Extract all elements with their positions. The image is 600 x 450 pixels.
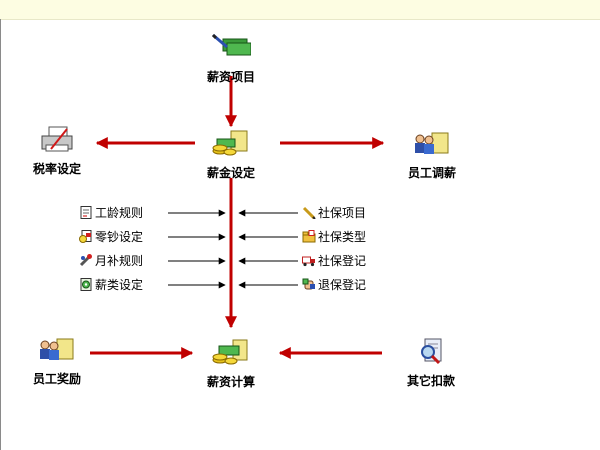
- printer-icon: [41, 126, 73, 152]
- document-icon: [80, 206, 92, 219]
- node-salary-settings-label: 薪金设定: [206, 166, 255, 180]
- sub-item-small-change[interactable]: 零钞设定: [79, 230, 143, 244]
- node-salary-calc[interactable]: 薪资计算: [196, 338, 266, 390]
- people-scroll-icon: [40, 338, 74, 360]
- pencil-icon: [302, 206, 316, 219]
- people-scroll-icon: [415, 132, 449, 154]
- gear-doc-icon: [80, 278, 92, 291]
- truck-icon: [302, 256, 315, 267]
- hand-icon: [302, 278, 315, 290]
- top-bar: [0, 0, 600, 20]
- wrench-icon: [79, 254, 92, 267]
- sub-item-label: 社保登记: [318, 254, 367, 268]
- sub-item-label: 薪类设定: [95, 278, 144, 292]
- node-other-deduction[interactable]: 其它扣款: [393, 337, 469, 389]
- sub-item-social-insurance-type[interactable]: 社保类型: [302, 230, 366, 244]
- sub-item-insurance-withdrawal[interactable]: 退保登记: [302, 278, 366, 292]
- magnifier-doc-icon: [421, 338, 442, 365]
- sub-item-monthly-allowance[interactable]: 月补规则: [79, 254, 143, 268]
- node-salary-items-label: 薪资项目: [206, 70, 255, 84]
- folder-icon: [302, 230, 316, 243]
- node-tax-rate-label: 税率设定: [32, 162, 81, 176]
- sub-item-label: 月补规则: [95, 254, 144, 268]
- node-employee-raise-label: 员工调薪: [407, 166, 456, 180]
- sub-item-social-insurance-items[interactable]: 社保项目: [302, 206, 366, 220]
- node-salary-items[interactable]: 薪资项目: [196, 33, 266, 85]
- coins-money-icon: [212, 339, 248, 365]
- node-employee-raise[interactable]: 员工调薪: [397, 129, 467, 181]
- sub-item-social-insurance-register[interactable]: 社保登记: [302, 254, 366, 268]
- node-other-deduction-label: 其它扣款: [406, 374, 455, 388]
- coins-scroll-icon: [212, 130, 248, 156]
- coins-doc-icon: [79, 230, 92, 243]
- sub-item-label: 社保项目: [318, 206, 367, 220]
- sub-item-label: 工龄规则: [95, 206, 144, 220]
- sub-item-label: 退保登记: [318, 278, 367, 292]
- sub-item-seniority-rules[interactable]: 工龄规则: [79, 206, 143, 220]
- node-salary-settings[interactable]: 薪金设定: [196, 129, 266, 181]
- node-employee-reward-label: 员工奖励: [32, 372, 81, 386]
- money-pen-icon: [211, 33, 252, 56]
- node-employee-reward[interactable]: 员工奖励: [22, 335, 92, 387]
- sub-item-salary-type[interactable]: 薪类设定: [79, 278, 143, 292]
- node-tax-rate[interactable]: 税率设定: [22, 125, 92, 177]
- sub-item-label: 社保类型: [318, 230, 367, 244]
- left-border: [0, 19, 1, 450]
- sub-item-label: 零钞设定: [95, 230, 144, 244]
- node-salary-calc-label: 薪资计算: [206, 375, 255, 389]
